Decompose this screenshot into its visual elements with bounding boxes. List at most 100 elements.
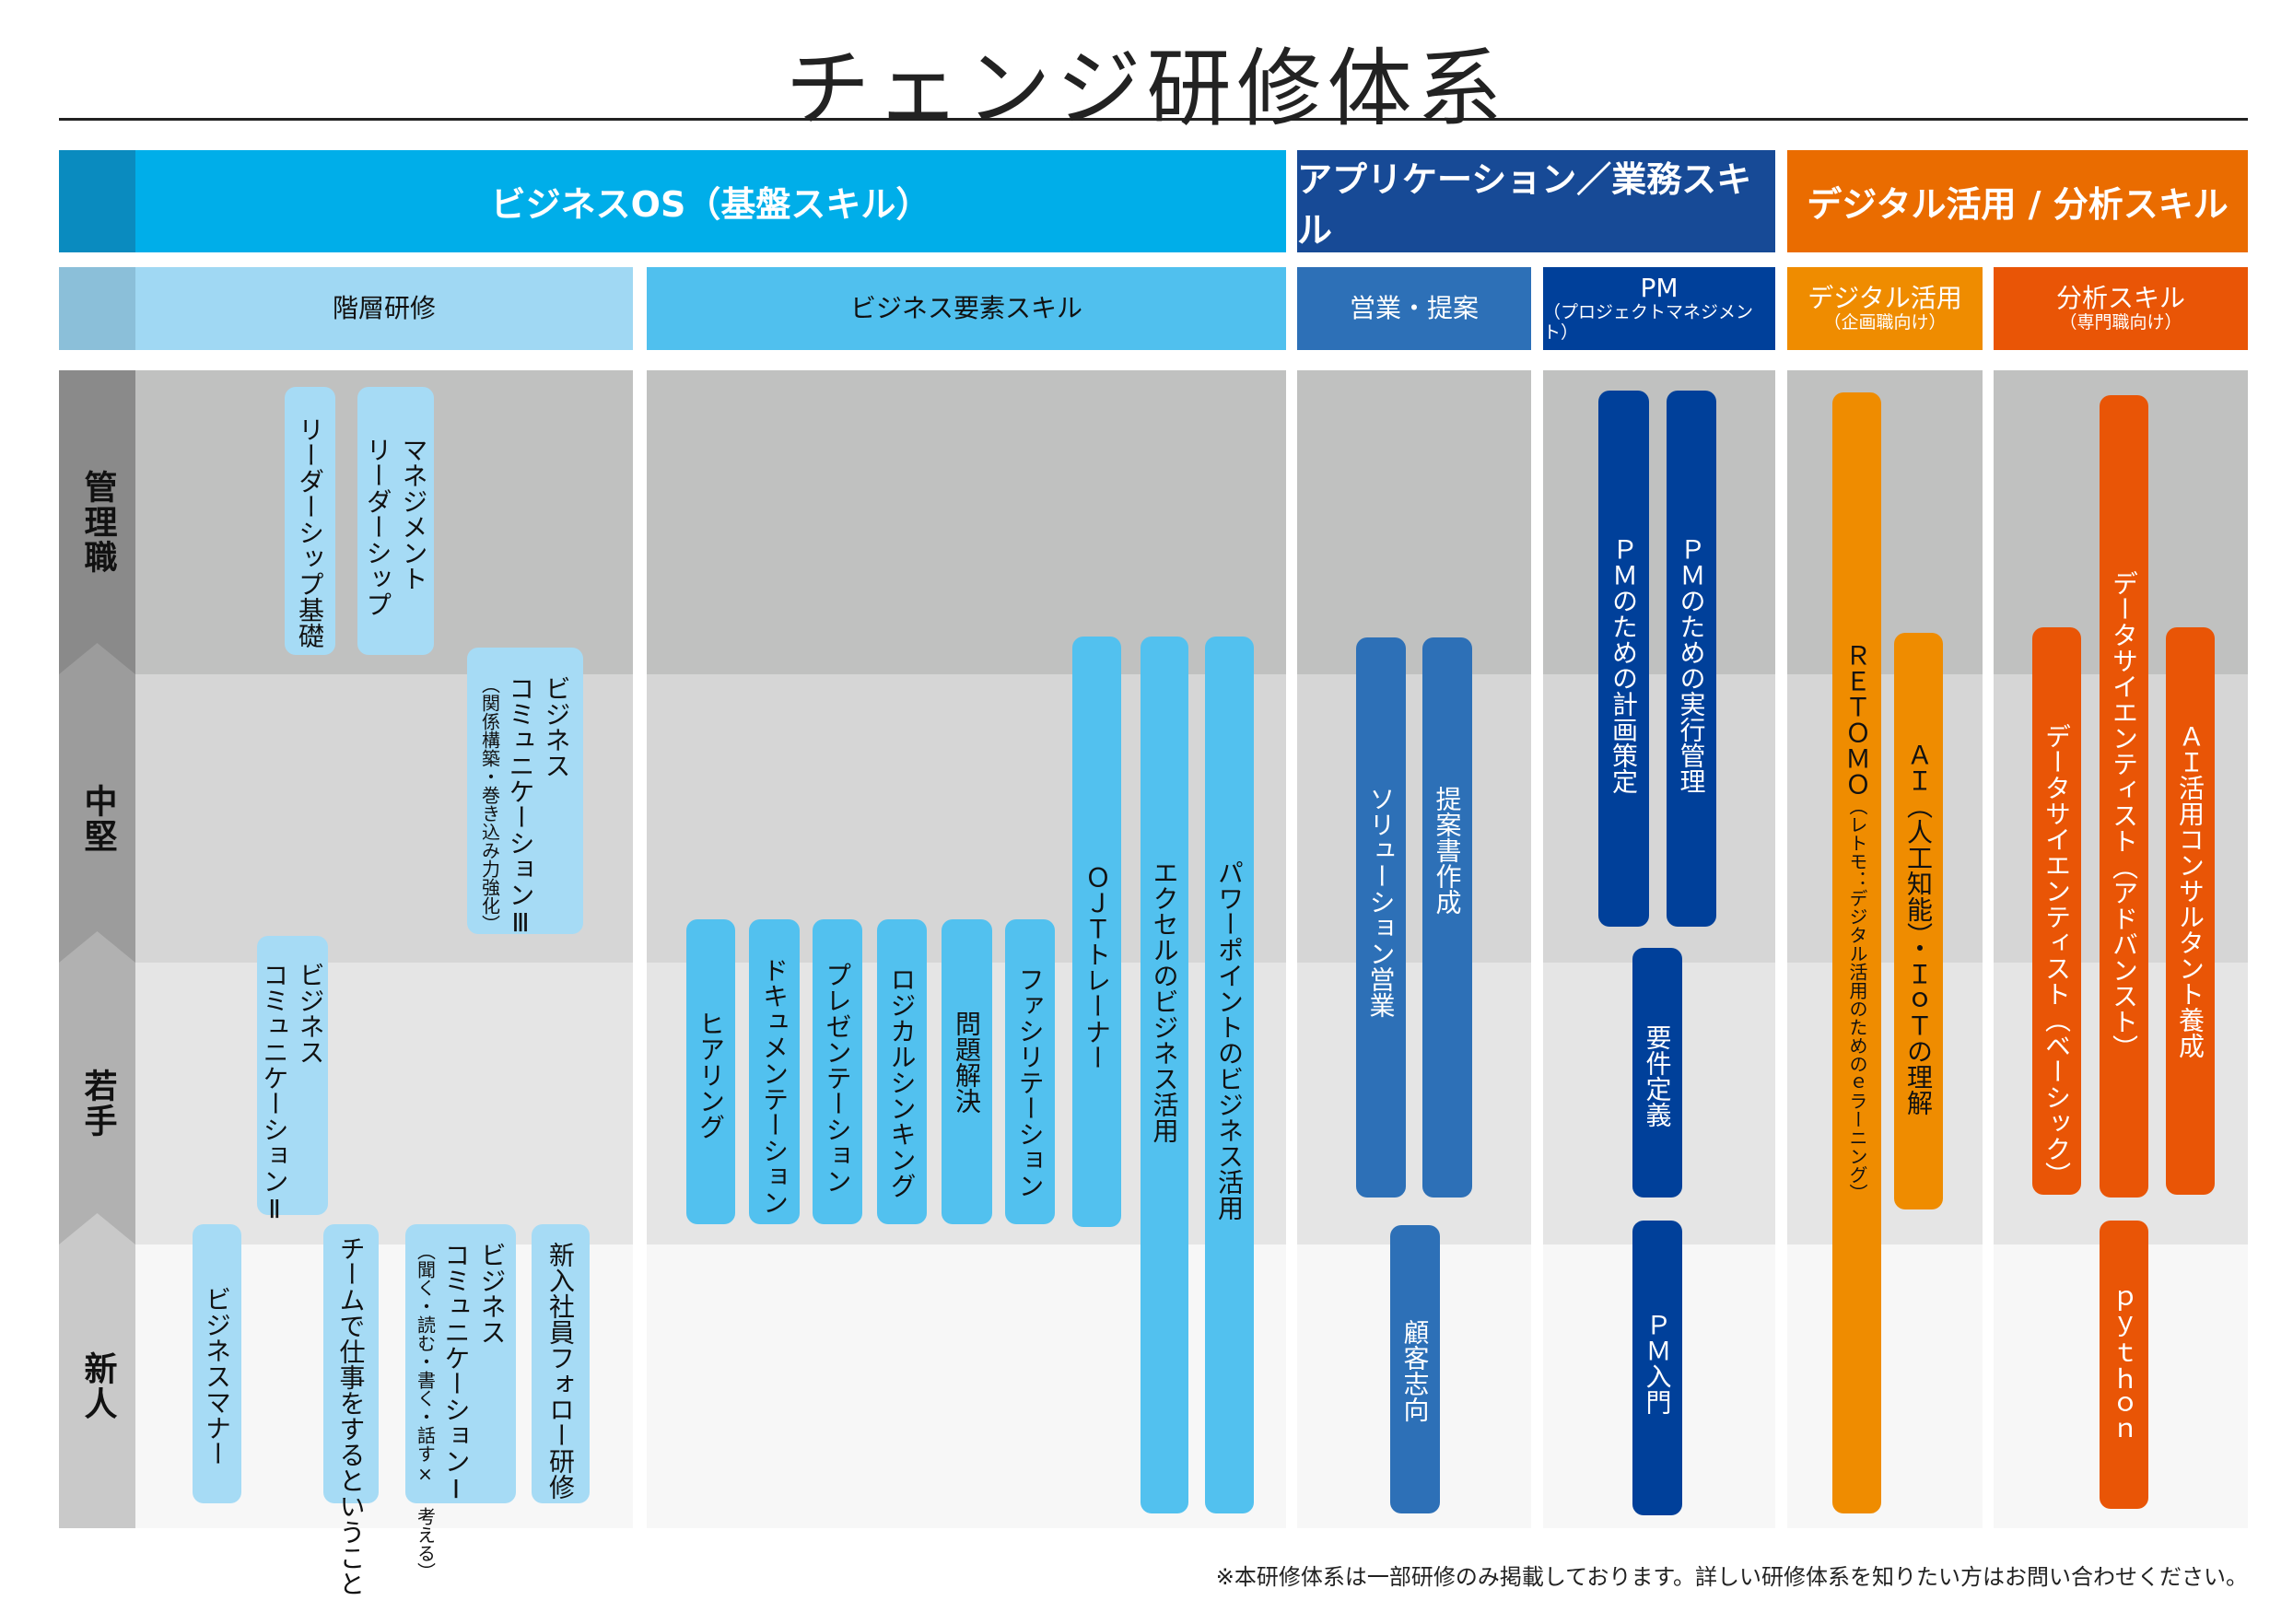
- header-tab-left: [59, 150, 135, 252]
- course-solution-sales[interactable]: ソリューション営業: [1356, 637, 1406, 1198]
- course-management-leadership[interactable]: マネジメントリーダーシップ: [357, 387, 434, 655]
- course-label: ＰＭのための実行管理: [1676, 536, 1707, 794]
- course-hearing[interactable]: ヒアリング: [686, 919, 735, 1224]
- level-band-junior: [59, 931, 135, 1244]
- course-label: 顧客志向: [1399, 1319, 1431, 1422]
- category-business-os: ビジネスOS（基盤スキル）: [135, 150, 1286, 252]
- level-label-new: 新人: [78, 1351, 117, 1421]
- level-row-band: [647, 1244, 1286, 1528]
- course-label: コミュニケーションⅡ: [259, 962, 290, 1224]
- course-teamwork[interactable]: チームで仕事をするということ: [323, 1224, 379, 1596]
- page-title: チェンジ研修体系: [785, 40, 1508, 138]
- level-row-band: [1787, 963, 1983, 1244]
- course-proposal-writing[interactable]: 提案書作成: [1422, 637, 1472, 1198]
- course-excel-business[interactable]: エクセルのビジネス活用: [1141, 637, 1188, 1513]
- course-facilitation[interactable]: ファシリテーション: [1005, 919, 1055, 1224]
- subheader-tab-left: [59, 267, 135, 350]
- course-data-scientist-advanced[interactable]: データサイエンティスト（アドバンスト）: [2100, 395, 2148, 1198]
- course-requirements-definition[interactable]: 要件定義: [1632, 948, 1682, 1198]
- title-divider: [59, 118, 2248, 121]
- course-label: データサイエンティスト（ベーシック）: [2041, 723, 2072, 1187]
- course-business-manners[interactable]: ビジネスマナー: [193, 1224, 241, 1503]
- course-label: ヒアリング: [696, 1011, 726, 1139]
- subcategory-label: 階層研修: [332, 292, 436, 323]
- level-row-band: [1787, 674, 1983, 963]
- level-row-band: [1297, 674, 1531, 963]
- course-label: ＯＪＴトレーナー: [1082, 864, 1112, 1070]
- level-label-mid: 中堅: [78, 783, 117, 854]
- subcategory-note: （プロジェクトマネジメント）: [1543, 302, 1754, 344]
- course-retomo[interactable]: ＲＥＴＯＭＯ（レトモ：デジタル活用のためのｅラーニング）: [1832, 392, 1881, 1513]
- level-row-band: [1543, 674, 1775, 963]
- level-row-band: [1543, 370, 1775, 674]
- course-label: ＡＩ活用コンサルタント養成: [2175, 723, 2205, 1058]
- course-label: ドキュメンテーション: [759, 957, 790, 1215]
- course-presentation[interactable]: プレゼンテーション: [813, 919, 862, 1224]
- subcategory-label: 分析スキル: [2055, 282, 2185, 313]
- course-label: エクセルのビジネス活用: [1149, 859, 1180, 1143]
- course-label: ビジネス: [541, 675, 572, 778]
- course-business-communication-2[interactable]: ビジネスコミュニケーションⅡ: [257, 936, 328, 1224]
- course-label: リーダーシップ基礎: [295, 416, 325, 648]
- subcategory-sales: 営業・提案: [1297, 267, 1531, 350]
- level-row-band: [1787, 370, 1983, 674]
- level-row-band: [1297, 963, 1531, 1244]
- course-ai-iot[interactable]: ＡＩ（人工知能）・ＩｏＴの理解: [1894, 633, 1943, 1209]
- course-pm-intro[interactable]: ＰＭ入門: [1632, 1221, 1682, 1515]
- course-label: ビジネス: [295, 962, 326, 1065]
- course-note: （関係構築・巻き込み力強化）: [478, 675, 501, 933]
- level-band-new: [59, 1213, 135, 1528]
- course-label: リーダーシップ: [362, 437, 393, 617]
- course-logical-thinking[interactable]: ロジカルシンキング: [877, 919, 927, 1224]
- level-row-band: [1787, 1244, 1983, 1528]
- level-row-band: [1297, 370, 1531, 674]
- course-ai-consultant[interactable]: ＡＩ活用コンサルタント養成: [2166, 627, 2215, 1195]
- course-label: コミュニケーションⅠ: [440, 1242, 472, 1504]
- level-label-junior: 若手: [78, 1069, 117, 1139]
- subcategory-note: （企画職向け）: [1823, 312, 1947, 333]
- course-label: ファシリテーション: [1014, 966, 1046, 1198]
- subcategory-business-elements: ビジネス要素スキル: [647, 267, 1286, 350]
- course-label: 提案書作成: [1432, 786, 1463, 915]
- level-row-band: [647, 370, 1286, 674]
- level-band-mid: [59, 643, 135, 963]
- course-label: 要件定義: [1642, 1024, 1673, 1127]
- course-label: ソリューション営業: [1365, 786, 1397, 1018]
- course-data-scientist-basic[interactable]: データサイエンティスト（ベーシック）: [2032, 627, 2081, 1195]
- course-business-communication-1[interactable]: ビジネスコミュニケーションⅠ（聞く・読む・書く・話す× 考える）: [405, 1224, 516, 1581]
- footnote: ※本研修体系は一部研修のみ掲載しております。詳しい研修体系を知りたい方はお問い合…: [1215, 1564, 2248, 1590]
- subcategory-note: （専門職向け）: [2059, 312, 2182, 333]
- course-powerpoint-business[interactable]: パワーポイントのビジネス活用: [1205, 637, 1254, 1513]
- course-business-communication-3[interactable]: ビジネスコミュニケーションⅢ（関係構築・巻き込み力強化）: [467, 648, 583, 938]
- course-problem-solving[interactable]: 問題解決: [942, 919, 992, 1224]
- course-label: パワーポイントのビジネス活用: [1214, 859, 1245, 1221]
- course-documentation[interactable]: ドキュメンテーション: [749, 919, 800, 1224]
- course-leadership-basics[interactable]: リーダーシップ基礎: [285, 387, 335, 655]
- course-ojt-trainer[interactable]: ＯＪＴトレーナー: [1072, 637, 1121, 1227]
- subcategory-label: PM: [1640, 273, 1679, 304]
- course-label: 問題解決: [952, 1011, 982, 1114]
- course-pm-planning[interactable]: ＰＭのための計画策定: [1598, 391, 1649, 927]
- course-label: チームで仕事をするということ: [335, 1235, 367, 1596]
- course-label: ｐｙｔｈｏｎ: [2109, 1288, 2139, 1443]
- course-label: コミュニケーションⅢ: [505, 675, 536, 938]
- level-band-manager: [59, 370, 135, 674]
- course-label: ロジカルシンキング: [886, 966, 918, 1198]
- course-label: ＲＥＴＯＭＯ: [1842, 642, 1872, 797]
- course-label: マネジメント: [398, 437, 429, 591]
- course-customer-orientation[interactable]: 顧客志向: [1390, 1225, 1440, 1513]
- course-new-employee-follow[interactable]: 新入社員フォロー研修: [532, 1224, 590, 1503]
- course-label: ＡＩ（人工知能）・ＩｏＴの理解: [1903, 742, 1934, 1116]
- course-label: 新入社員フォロー研修: [545, 1242, 576, 1500]
- subcategory-digital-use: デジタル活用（企画職向け）: [1787, 267, 1983, 350]
- subcategory-tiered: 階層研修: [135, 267, 633, 350]
- subcategory-label: デジタル活用: [1807, 282, 1962, 313]
- category-application: アプリケーション／業務スキル: [1297, 150, 1775, 252]
- course-pm-execution[interactable]: ＰＭのための実行管理: [1667, 391, 1716, 927]
- category-digital: デジタル活用 / 分析スキル: [1787, 150, 2248, 252]
- course-note: （レトモ：デジタル活用のためのｅラーニング）: [1846, 797, 1868, 1202]
- course-python[interactable]: ｐｙｔｈｏｎ: [2100, 1221, 2148, 1509]
- level-label-manager: 管理職: [78, 470, 117, 575]
- subcategory-label: 営業・提案: [1349, 292, 1479, 323]
- course-label: ビジネスマナー: [202, 1286, 232, 1466]
